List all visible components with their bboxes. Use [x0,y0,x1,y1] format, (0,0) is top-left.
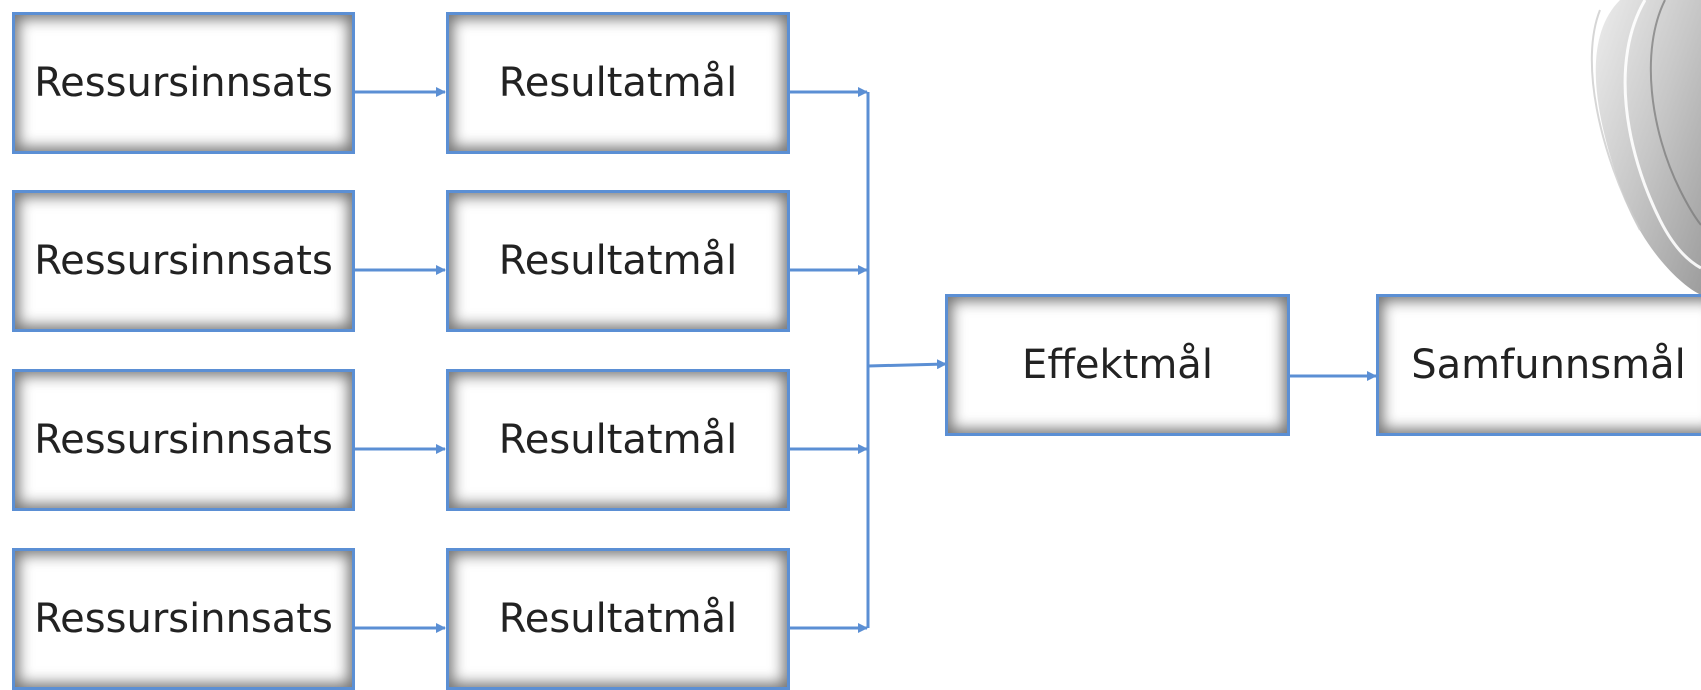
resultatmal-box-3: Resultatmål [446,369,790,511]
resultatmal-label: Resultatmål [498,60,738,106]
arrow-bus-to-effektmal [867,359,947,370]
effektmal-box: Effektmål [945,294,1290,436]
ressursinnsats-label: Ressursinnsats [34,238,333,284]
resultatmal-box-2: Resultatmål [446,190,790,332]
resultatmal-label: Resultatmål [498,596,738,642]
ressursinnsats-box-1: Ressursinnsats [12,12,355,154]
resultatmal-box-4: Resultatmål [446,548,790,690]
effektmal-label: Effektmål [1022,342,1213,388]
samfunnsmal-label: Samfunnsmål [1411,342,1686,388]
resultatmal-label: Resultatmål [498,238,738,284]
ressursinnsats-label: Ressursinnsats [34,417,333,463]
ressursinnsats-label: Ressursinnsats [34,596,333,642]
resultatmal-label: Resultatmål [498,417,738,463]
resultatmal-box-1: Resultatmål [446,12,790,154]
ressursinnsats-box-3: Ressursinnsats [12,369,355,511]
ressursinnsats-label: Ressursinnsats [34,60,333,106]
ressursinnsats-box-2: Ressursinnsats [12,190,355,332]
samfunnsmal-box: Samfunnsmål [1376,294,1701,436]
ressursinnsats-box-4: Ressursinnsats [12,548,355,690]
